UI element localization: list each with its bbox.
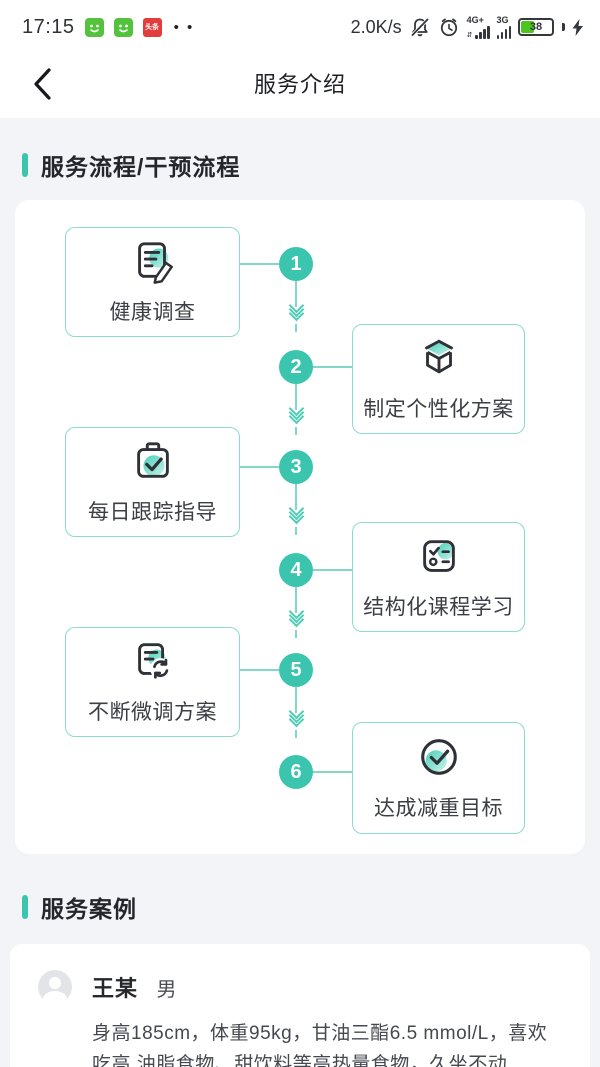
accent-bar [22,153,28,177]
chevron-left-icon [34,68,51,100]
flow-step-box-1: 健康调查 [65,227,240,337]
charging-bolt-icon [572,18,584,36]
toutiao-notification-icon: 头条 [142,17,162,37]
timeline-arrow-segment [284,281,308,332]
network-speed: 2.0K/s [350,16,402,37]
alarm-clock-icon [438,16,460,38]
battery-percent: 38 [529,21,543,33]
timeline-arrow-segment [284,687,308,738]
case-section-header: 服务案例 [22,890,600,924]
connector-line [240,466,279,468]
battery-nub [562,23,565,31]
checklist-icon [422,540,455,572]
case-person-gender: 男 [156,979,177,1001]
case-section-title: 服务案例 [41,896,137,922]
circle-check-icon [420,739,457,775]
flow-step-label: 健康调查 [109,301,196,324]
timeline-arrow-segment [284,384,308,435]
connector-line [240,263,279,265]
case-person-name: 王某 [92,976,139,1001]
connector-line [240,669,279,671]
flow-step-label: 制定个性化方案 [363,398,514,421]
connector-line [313,569,352,571]
survey-doc-pen-icon [137,242,173,284]
timeline-arrow-segment [284,484,308,535]
status-bar: 17:15 头条 • • 2.0K/s [0,0,600,48]
back-button[interactable] [20,62,64,106]
notification-app-icon [113,17,133,37]
clipboard-check-icon [136,442,169,478]
signal-4g-icon: 4G+ ⇵ [467,15,490,39]
cube-icon [424,339,453,374]
flow-step-number-3: 3 [279,450,313,484]
flow-step-box-2: 制定个性化方案 [352,324,525,434]
flow-diagram-card: 健康调查 制定个性化方案 每日跟 [15,200,585,854]
clock-time: 17:15 [22,15,75,38]
flow-step-number-4: 4 [279,553,313,587]
more-notifications-dots: • • [173,18,195,36]
case-description: 身高185cm，体重95kg，甘油三酯6.5 mmol/L，喜欢吃高 油脂食物、… [92,1023,548,1067]
flow-step-label: 每日跟踪指导 [88,501,217,524]
flow-section-header: 服务流程/干预流程 [22,148,600,182]
page-title: 服务介绍 [253,72,346,97]
flow-step-number-5: 5 [279,653,313,687]
battery-indicator: 38 [518,18,554,36]
flow-step-box-3: 每日跟踪指导 [65,427,240,537]
flow-step-number-6: 6 [279,755,313,789]
flow-step-box-6: 达成减重目标 [352,722,525,834]
flow-step-box-5: 不断微调方案 [65,627,240,737]
flow-step-number-2: 2 [279,350,313,384]
flow-step-number-1: 1 [279,247,313,281]
notification-app-icon [84,17,104,37]
flow-step-box-4: 结构化课程学习 [352,522,525,632]
bell-muted-icon [409,16,431,38]
connector-line [313,366,352,368]
flow-step-label: 不断微调方案 [88,701,217,724]
avatar [38,970,72,1004]
service-case-card: 王某 男 身高185cm，体重95kg，甘油三酯6.5 mmol/L，喜欢吃高 … [10,944,590,1067]
doc-refresh-icon [137,643,171,680]
flow-section-title: 服务流程/干预流程 [41,154,241,180]
flow-step-label: 结构化课程学习 [363,596,514,619]
flow-step-label: 达成减重目标 [374,797,503,820]
signal-3g-icon: 3G [496,15,511,39]
timeline-arrow-segment [284,587,308,638]
nav-bar: 服务介绍 [0,48,600,118]
accent-bar [22,895,28,919]
connector-line [313,771,352,773]
